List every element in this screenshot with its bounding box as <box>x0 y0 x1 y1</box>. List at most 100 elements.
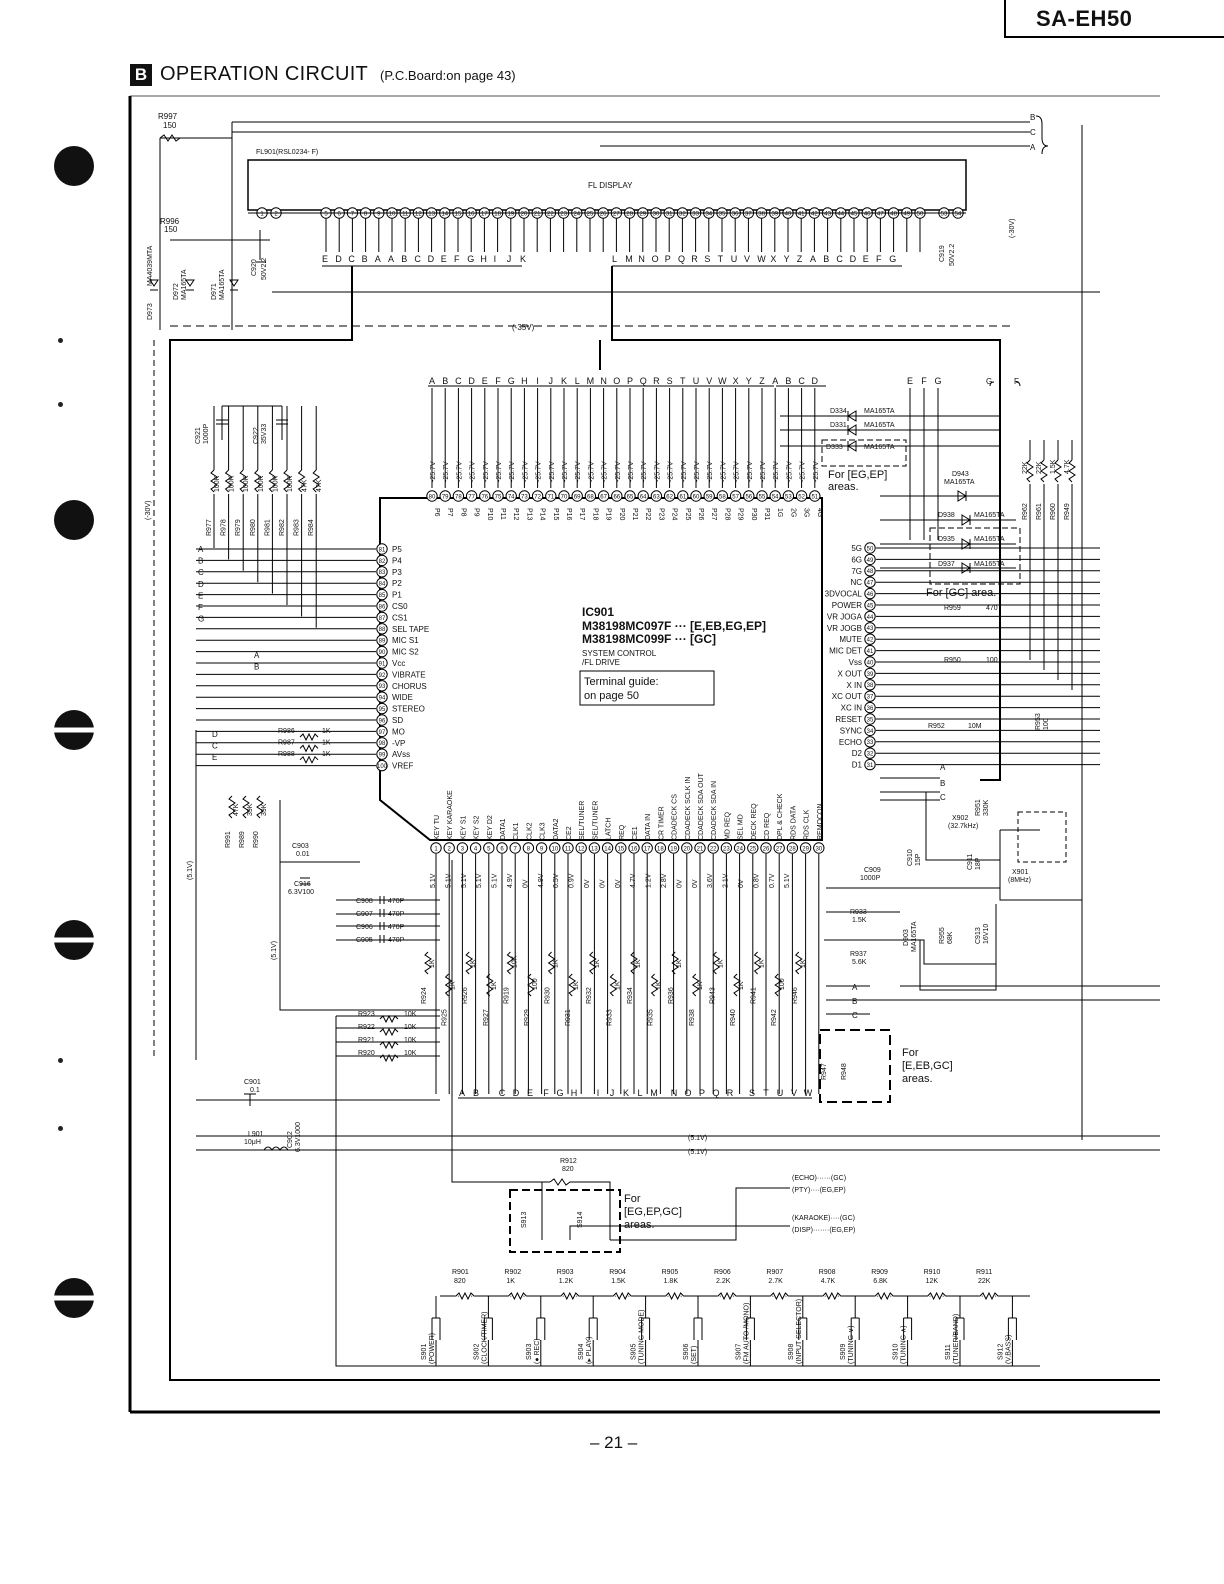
ic-top-volt: -25.7V <box>773 461 780 482</box>
ic-right-pin-33-num: 33 <box>867 740 874 746</box>
note-karaoke: (KARAOKE)····(GC) <box>792 1215 855 1222</box>
ic-top-pin-75-num: 75 <box>495 494 502 500</box>
abc-c: C <box>852 1011 858 1020</box>
ic-top-letter: M <box>587 376 595 386</box>
ic-right-pin-44 <box>864 610 876 623</box>
abc-a: A <box>852 983 858 992</box>
ic-left-pin-name: WIDE <box>392 693 413 702</box>
ic-left-pin-name: VREF <box>392 762 413 771</box>
ic-top-pin-73 <box>518 490 531 502</box>
top-rails <box>159 115 1083 1140</box>
ic-top-pin-name: 4G <box>816 508 823 517</box>
c910-val: 15P <box>915 853 922 866</box>
bottom-bus-letter: M <box>650 1088 658 1098</box>
bottom-voltage: 0.7V <box>769 873 776 888</box>
ic-top-pin-59-num: 59 <box>706 494 713 500</box>
bottom-resistor-val: 100 <box>779 978 786 990</box>
x901-ref: X901 <box>1012 869 1028 876</box>
bottom-voltage: 0V <box>599 879 606 888</box>
bottom-resistor-ref: R936 <box>668 987 675 1004</box>
bottom-resistor <box>588 951 597 975</box>
ic-top-letter: W <box>718 376 727 386</box>
fl-pin-53-num: 53 <box>941 211 948 217</box>
fl-pin-22-num: 22 <box>547 211 554 217</box>
bottom-resistor <box>485 973 494 997</box>
c920-ref: C920 <box>251 259 258 276</box>
left-resistor-ref: R979 <box>235 519 242 536</box>
bottom-bus-letter: J <box>610 1088 615 1098</box>
fl-pin-31-num: 31 <box>666 211 673 217</box>
fl-letter: C <box>836 254 843 264</box>
ic-top-pin-name: P28 <box>723 508 730 521</box>
note-eg-ep-gc3: areas. <box>624 1219 655 1231</box>
ic-top-letter: F <box>495 376 501 386</box>
key-resistor-ref: R902 <box>504 1269 521 1276</box>
ic-left-pin-97-num: 97 <box>379 730 386 736</box>
r947-label: R947 <box>821 1063 828 1080</box>
ic-top-letter: D <box>468 376 475 386</box>
d903-part: MA165TA <box>911 921 918 952</box>
fl-pin-1-num: 1 <box>260 211 264 217</box>
cap470-ref: C907 <box>356 911 373 918</box>
bottom-bus-letter: F <box>543 1088 549 1098</box>
ic-top-pin-78-num: 78 <box>455 494 462 500</box>
ic-bottom-pin-15-num: 15 <box>617 846 624 852</box>
left-bus-letter: D <box>198 580 204 589</box>
fl-pin-44-num: 44 <box>837 211 844 217</box>
ic-top-pin-59 <box>703 490 715 502</box>
bottom-resistor-val: 1K <box>738 981 745 990</box>
ic-bottom-pin-21 <box>694 842 706 854</box>
ic-top-pin-name: P8 <box>459 508 466 517</box>
ic-top-pin-name: P22 <box>644 508 651 521</box>
ic-right-pin-name: 7G <box>851 567 862 576</box>
bus-minus30-top: (-30V) <box>1009 219 1016 238</box>
ic-top-pin-74 <box>505 490 517 502</box>
ic-top-pin-56-num: 56 <box>745 494 752 500</box>
ic-top-volt: -25.7V <box>747 461 754 482</box>
bottom-resistor-val: 1K <box>553 959 560 968</box>
ic-right-pin-39 <box>864 667 876 680</box>
bottom-resistor <box>671 951 680 975</box>
feedback-resistor-val: 39K <box>247 803 254 816</box>
bottom-bus-letter: O <box>684 1088 691 1098</box>
ic-top-pin-67 <box>597 490 610 502</box>
d972-part: MA165TA <box>181 269 188 300</box>
left-resistor <box>239 469 248 493</box>
ic-top-letter: O <box>613 376 620 386</box>
ic-right-pin-38-num: 38 <box>867 683 874 689</box>
c922-ref: C922 <box>253 427 260 444</box>
bottom-resistor <box>712 951 721 975</box>
bottom-bus-letter: G <box>556 1088 563 1098</box>
ic-left-pin-93-num: 93 <box>379 684 386 690</box>
r959-val: 470 <box>986 605 998 612</box>
ic-func2: /FL DRIVE <box>582 658 620 667</box>
bottom-voltage: 0V <box>522 879 529 888</box>
left-resistor-val: 100K <box>214 475 221 492</box>
binder-hole <box>54 920 94 960</box>
ic-top-volt: -25.7V <box>430 461 437 482</box>
ic-top-volt: -25.7V <box>549 461 556 482</box>
ic-left-pin-name: Vcc <box>392 659 405 668</box>
ic-top-pin-61 <box>677 490 689 502</box>
ic-bottom-pin-14-num: 14 <box>604 846 611 852</box>
ic-right-pin-34 <box>864 724 876 737</box>
fl-letter: U <box>731 254 738 264</box>
fl-letter: L <box>612 254 617 264</box>
ic-bottom-pin-24 <box>733 842 746 854</box>
left-resistor <box>297 469 306 493</box>
bottom-bus-letter: Q <box>712 1088 719 1098</box>
left-resistor-val: 47K <box>316 479 323 492</box>
ic-left-pin-name: MO <box>392 727 405 736</box>
left-resistor-val: 100K <box>243 475 250 492</box>
ic-bottom-pin-12 <box>575 842 587 854</box>
ic-bottom-pin-name: DPL & CHECK <box>777 793 784 840</box>
left-resistor-ref: R983 <box>294 519 301 536</box>
bottom-resistor <box>444 973 453 997</box>
echo-b-label: B <box>940 779 945 788</box>
left-lower-wiring <box>195 730 1160 1367</box>
key-switch-fn: (TUNING ∧) <box>901 1325 908 1364</box>
